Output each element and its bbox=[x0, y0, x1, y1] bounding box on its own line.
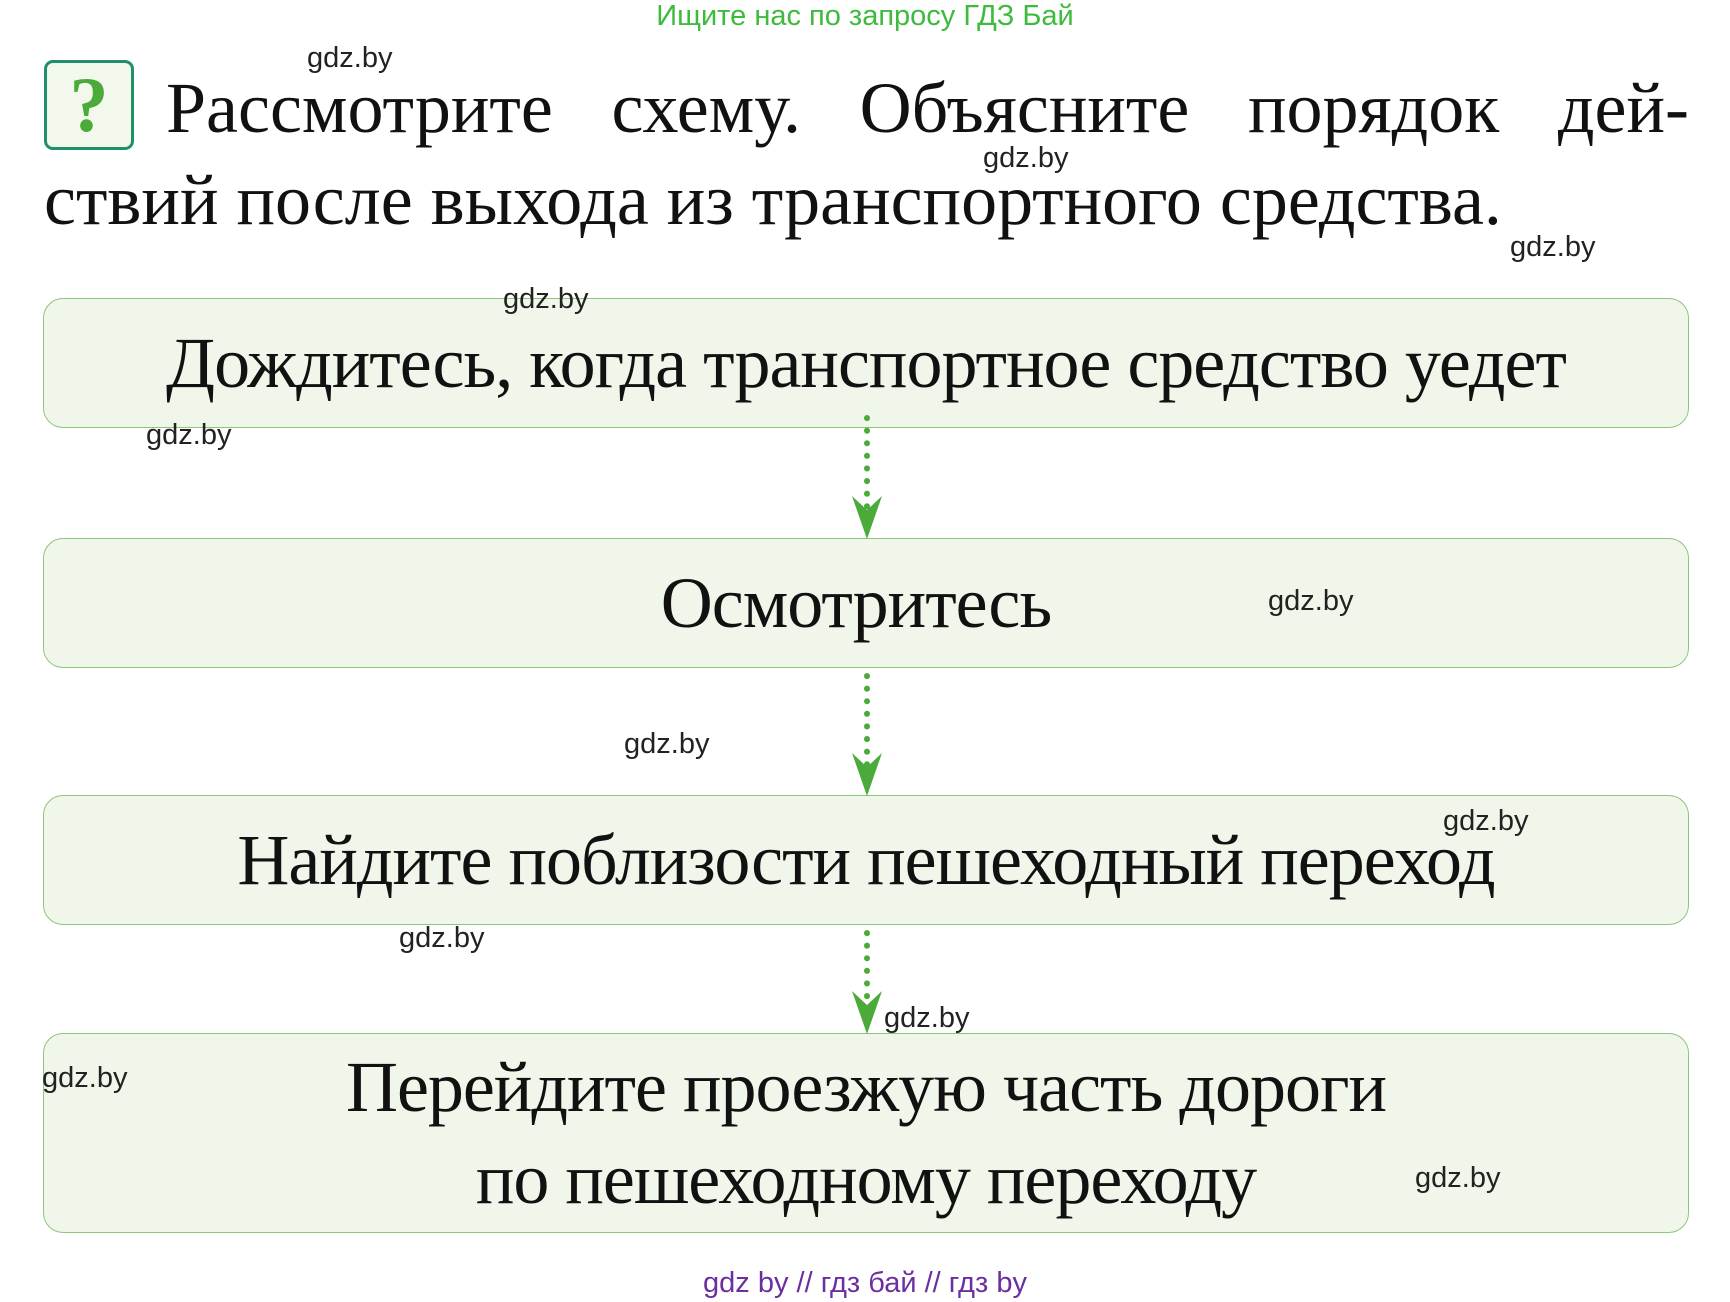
watermark: gdz.by bbox=[884, 1002, 970, 1034]
step-box-2: Осмотритесь bbox=[43, 538, 1689, 668]
arrow-2-to-3 bbox=[852, 673, 882, 796]
watermark: gdz.by bbox=[983, 142, 1069, 174]
watermark: gdz.by bbox=[146, 419, 232, 451]
watermark: gdz.by bbox=[624, 728, 710, 760]
step-box-4: Перейдите проезжую часть дороги по пешех… bbox=[43, 1033, 1689, 1233]
watermark: gdz.by bbox=[1510, 231, 1596, 263]
footer-text: gdz by // гдз бай // гдз by bbox=[703, 1267, 1027, 1299]
watermark: gdz.by bbox=[1268, 585, 1354, 617]
watermark: gdz.by bbox=[307, 42, 393, 74]
step-3-text: Найдите поблизости пешеходный переход bbox=[237, 820, 1495, 900]
step-4-text-line-2: по пешеходному переходу bbox=[475, 1139, 1257, 1219]
question-text-line-2: ствий после выхода из транспортного сред… bbox=[44, 160, 1502, 240]
question-text-line-1: Рассмотрите схему. Объясните порядок дей… bbox=[166, 68, 1689, 148]
watermark: gdz.by bbox=[42, 1062, 128, 1094]
watermark: gdz.by bbox=[1443, 805, 1529, 837]
question-mark-icon: ? bbox=[44, 60, 134, 150]
step-2-text: Осмотритесь bbox=[660, 563, 1052, 643]
watermark: gdz.by bbox=[503, 283, 589, 315]
top-banner: Ищите нас по запросу ГДЗ Бай bbox=[656, 0, 1074, 32]
watermark: gdz.by bbox=[399, 922, 485, 954]
step-box-1: Дождитесь, когда транспортное средство у… bbox=[43, 298, 1689, 428]
step-4-text-line-1: Перейдите проезжую часть дороги bbox=[345, 1047, 1387, 1127]
arrow-1-to-2 bbox=[852, 415, 882, 539]
step-box-3: Найдите поблизости пешеходный переход bbox=[43, 795, 1689, 925]
arrow-3-to-4 bbox=[852, 930, 882, 1034]
step-1-text: Дождитесь, когда транспортное средство у… bbox=[166, 323, 1567, 403]
watermark: gdz.by bbox=[1415, 1162, 1501, 1194]
